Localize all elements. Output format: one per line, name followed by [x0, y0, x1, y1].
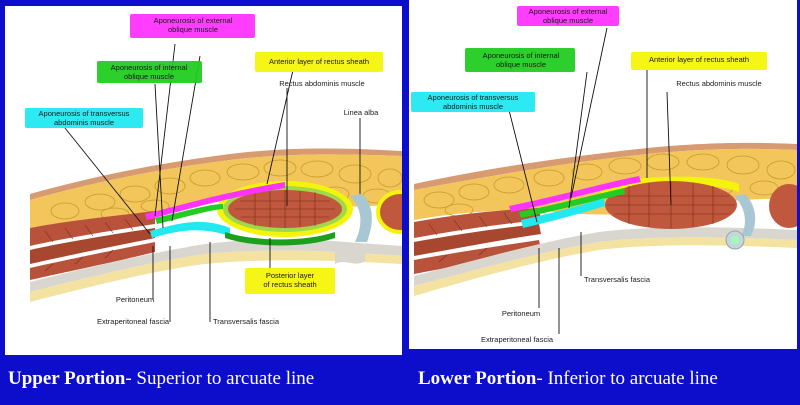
int-oblique-highlight — [465, 48, 575, 72]
label-peritoneum: Peritoneum — [501, 309, 541, 318]
transversus-highlight — [411, 92, 535, 112]
ext-oblique-highlight — [517, 6, 619, 26]
lower-caption: Lower Portion- Inferior to arcuate line — [418, 368, 718, 390]
upper-caption-bold: Upper Portion — [8, 368, 126, 389]
lower-cross-section-drawing — [414, 27, 797, 334]
lower-caption-rest: - Inferior to arcuate line — [536, 368, 718, 389]
posterior-sheath-highlight — [245, 268, 335, 294]
label-anterior-sheath: Anterior layer of rectus sheath — [648, 55, 750, 64]
label-extraperitoneal: Extraperitoneal fascia — [480, 335, 554, 344]
label-linea-alba: Linea alba — [343, 108, 379, 117]
anterior-sheath-highlight — [255, 52, 383, 72]
label-peritoneum: Peritoneum — [115, 295, 155, 304]
label-rectus: Rectus abdominis muscle — [676, 79, 762, 88]
anterior-sheath-highlight — [631, 52, 767, 70]
lower-caption-bold: Lower Portion — [418, 368, 537, 389]
label-transversalis: Transversalis fascia — [213, 317, 279, 326]
label-anterior-sheath: Anterior layer of rectus sheath — [268, 57, 370, 66]
upper-caption-rest: - Superior to arcuate line — [125, 368, 315, 389]
int-oblique-highlight — [97, 61, 202, 83]
label-rectus: Rectus abdominis muscle — [279, 79, 365, 88]
ext-oblique-highlight — [130, 14, 255, 38]
upper-caption: Upper Portion- Superior to arcuate line — [8, 368, 314, 390]
transversus-highlight — [25, 108, 143, 128]
label-transversalis: Transversalis fascia — [584, 275, 650, 284]
upper-cross-section-drawing — [30, 43, 402, 322]
label-extraperitoneal: Extraperitoneal fascia — [96, 317, 170, 326]
